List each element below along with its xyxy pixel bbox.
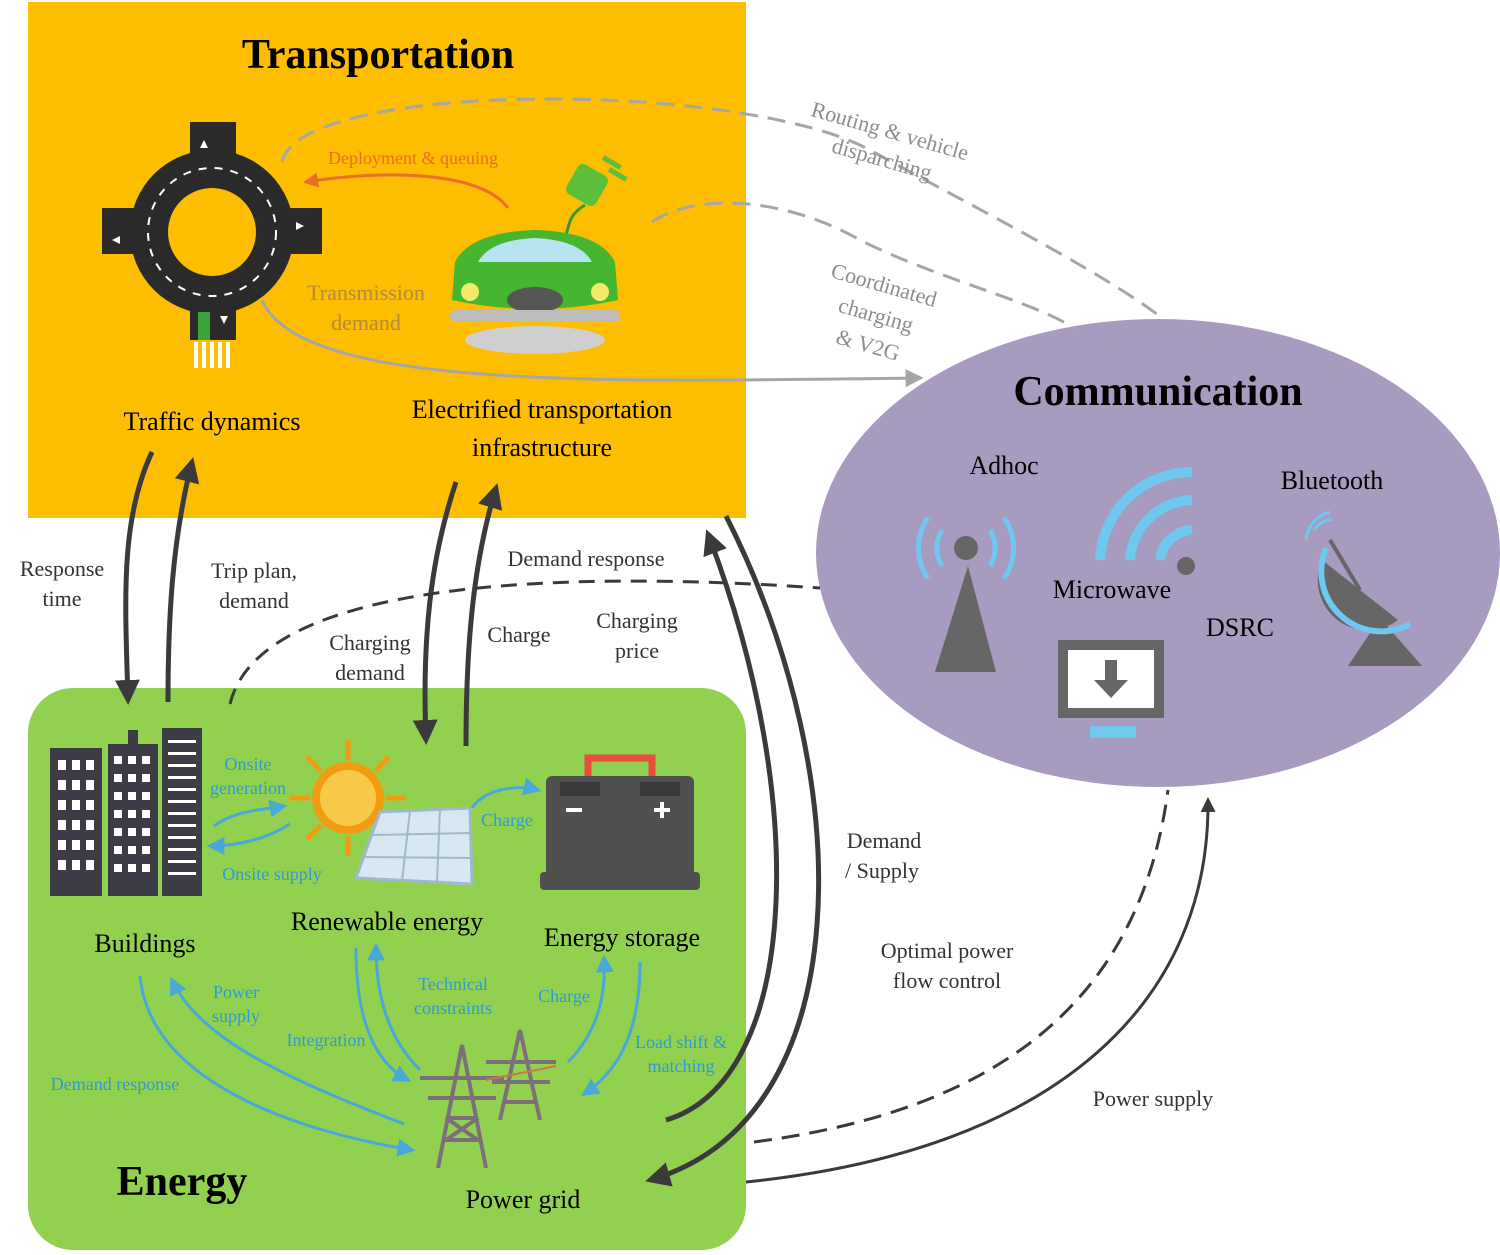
integration-arrow [354,947,412,1082]
demand-supply-up-arrow [665,529,780,1123]
charging-price-label-1: Charging [596,608,677,633]
demand-response-energy-label: Demand response [51,1074,179,1094]
satellite-dish-icon [1304,510,1422,666]
optimal-power-flow-dashed-line [753,789,1170,1144]
onsite-generation-label-1: Onsite [225,754,272,774]
dsrc-label: DSRC [1206,613,1274,642]
communication-title: Communication [1013,369,1302,415]
ev-infra-label-line2: infrastructure [472,433,612,462]
optimal-power-label-1: Optimal power [881,938,1014,963]
charge-to-storage-arrow [470,777,542,809]
deployment-queuing-label: Deployment & queuing [328,148,498,168]
roundabout-icon [102,122,322,368]
power-supply-label-2: supply [212,1006,260,1026]
technical-constraints-label-2: constraints [414,998,492,1018]
demand-response-dashed-line [228,579,821,705]
demand-supply-down-arrow [645,514,822,1187]
transportation-title: Transportation [242,32,514,78]
load-shift-label-1: Load shift & [635,1032,727,1052]
charging-demand-arrow [412,481,459,745]
bluetooth-label: Bluetooth [1281,466,1384,495]
microwave-label: Microwave [1053,575,1171,604]
trip-plan-arrow [165,457,200,703]
onsite-generation-label-2: generation [210,778,286,798]
onsite-generation-arrow [213,799,288,828]
onsite-supply-arrow [206,822,291,855]
optimal-power-label-2: flow control [893,968,1001,993]
demand-response-top-label: Demand response [507,546,664,571]
adhoc-label: Adhoc [969,451,1038,480]
deployment-queuing-arrow [303,172,510,209]
adhoc-antenna-icon [916,516,1016,672]
ev-infra-label-line1: Electrified transportation [412,395,673,424]
charge-storage-label: Charge [481,810,533,830]
charge-mid-label: Charge [487,622,550,647]
response-time-label-1: Response [20,556,104,581]
trip-plan-label-2: demand [219,588,289,613]
power-supply-label-1: Power [213,982,259,1002]
energy-storage-label: Energy storage [544,923,700,952]
power-supply-right-label: Power supply [1093,1086,1213,1111]
power-supply-arrow [745,797,1216,1184]
dsrc-monitor-icon [1058,640,1164,738]
load-shift-label-2: matching [648,1056,715,1076]
solar-icon [290,740,474,886]
transmission-demand-label-1: Transmission [307,280,425,305]
microwave-wifi-icon [1095,466,1195,575]
technical-constraints-arrow [367,942,422,1072]
onsite-supply-label: Onsite supply [222,864,322,884]
demand-supply-label-1: Demand [847,828,922,853]
power-grid-label: Power grid [466,1185,581,1214]
transmission-demand-arrow [260,299,924,388]
transmission-tower-icon [420,1029,557,1169]
electric-car-icon [450,155,628,354]
renewable-energy-label: Renewable energy [291,907,483,936]
charging-demand-label-1: Charging [329,630,410,655]
response-time-label-2: time [42,586,81,611]
battery-icon [540,754,700,890]
demand-supply-label-2: / Supply [845,858,919,883]
demand-response-energy-arrow [138,975,416,1157]
coordinated-dashed-line [651,201,1075,330]
buildings-icon [50,728,202,896]
traffic-dynamics-label: Traffic dynamics [124,407,301,436]
charging-demand-label-2: demand [335,660,405,685]
load-shift-arrow [581,961,642,1096]
energy-title: Energy [117,1159,248,1205]
charge-arrow [463,483,503,747]
trip-plan-label-1: Trip plan, [211,558,297,583]
response-time-arrow [114,450,155,705]
routing-dashed-line [280,97,1163,320]
buildings-label: Buildings [94,929,195,958]
power-supply-energy-arrow [169,976,405,1126]
charging-price-label-2: price [615,638,659,663]
technical-constraints-label-1: Technical [418,974,488,994]
charge-grid-arrow [566,954,614,1064]
transmission-demand-label-2: demand [331,310,401,335]
integration-label: Integration [287,1030,366,1050]
charge-grid-label: Charge [538,986,590,1006]
